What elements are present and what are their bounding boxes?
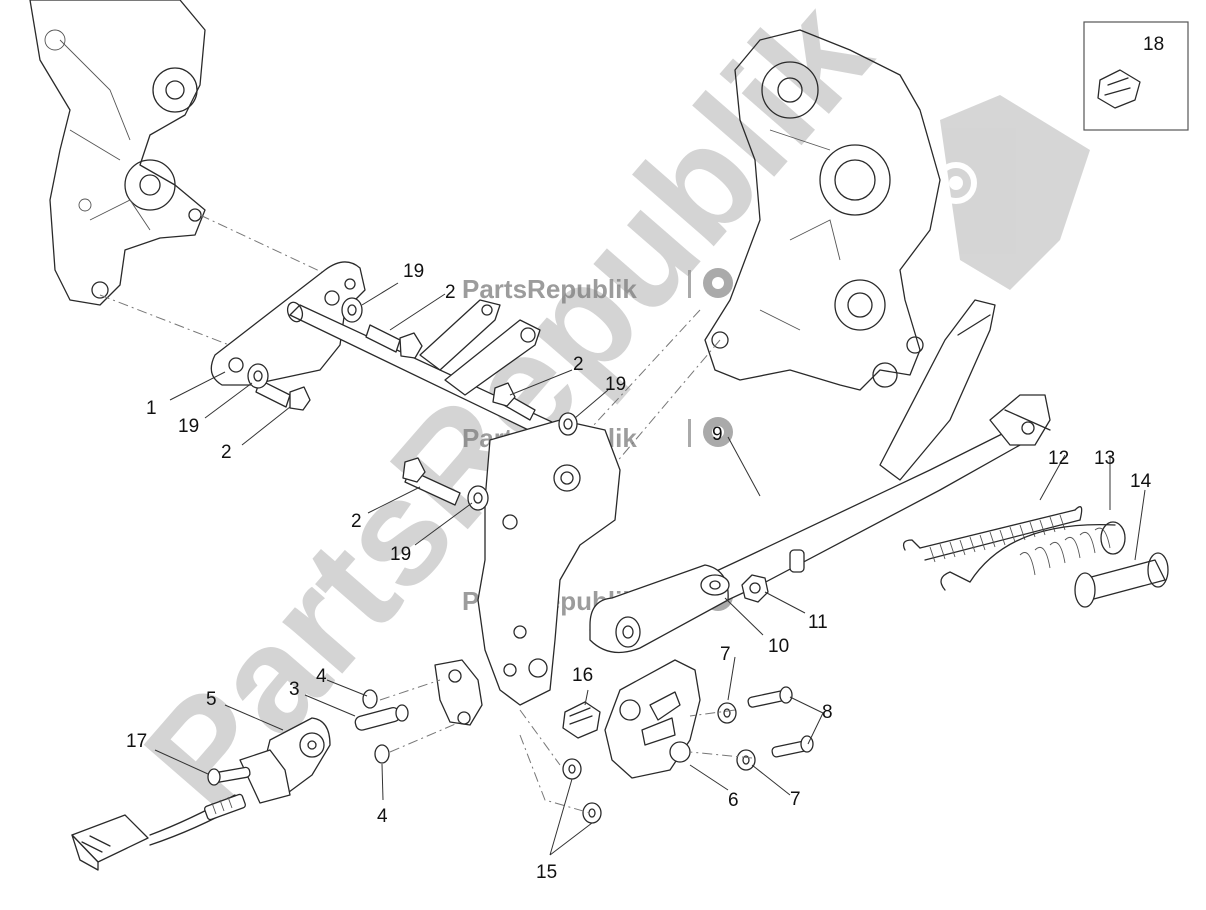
assembly-line-6 xyxy=(389,721,461,753)
callout-2-a: 2 xyxy=(445,282,456,303)
cover-part-6 xyxy=(604,659,701,779)
sensor-switch-part-5 xyxy=(239,717,331,804)
assembly-line-4 xyxy=(579,309,701,441)
assembly-line-3 xyxy=(609,339,721,471)
spring-part-12 xyxy=(902,506,1083,563)
callout-19-a: 19 xyxy=(403,261,424,282)
washer-part-7-b xyxy=(736,749,756,771)
watermark-big-text: PartsRepublik xyxy=(112,0,901,841)
screw-part-8-b xyxy=(771,735,814,758)
callout-2-d: 2 xyxy=(351,511,362,532)
hanger-brackets xyxy=(419,299,541,396)
callout-19-d: 19 xyxy=(605,374,626,395)
spacer-part-3 xyxy=(354,704,409,731)
washer-part-7-a xyxy=(717,702,737,724)
callout-4-a: 4 xyxy=(316,666,327,687)
assembly-line-8 xyxy=(519,709,561,766)
bolt-part-2-c xyxy=(492,382,536,421)
assembly-line-2 xyxy=(99,294,256,356)
callout-2-b: 2 xyxy=(573,354,584,375)
clip-18-icon xyxy=(1097,69,1141,109)
washer-part-4-a xyxy=(362,689,378,709)
washer-part-19-d xyxy=(558,412,578,436)
assembly-line-9 xyxy=(689,709,736,717)
callout-7-b: 7 xyxy=(790,789,801,810)
stand-bracket-plate xyxy=(477,419,621,706)
watermark-small-text-1: PartsRepublik xyxy=(462,274,637,304)
inset-box-part-18: 18 xyxy=(1083,21,1189,131)
callout-10: 10 xyxy=(768,636,789,657)
callout-11: 11 xyxy=(808,612,828,633)
clip-part-16 xyxy=(562,701,601,739)
screw-part-17 xyxy=(207,766,251,786)
callout-8: 8 xyxy=(822,702,833,723)
washer-part-19-c xyxy=(467,485,489,511)
screw-part-8-a xyxy=(747,686,793,708)
callout-13: 13 xyxy=(1094,448,1115,469)
callout-15: 15 xyxy=(536,862,557,883)
bolt-part-2-d xyxy=(402,457,461,506)
switch-mount-plate xyxy=(434,659,483,726)
leader-lines xyxy=(154,282,1146,856)
spring-part-13 xyxy=(940,521,1126,591)
callout-5: 5 xyxy=(206,689,217,710)
callout-7-a: 7 xyxy=(720,644,731,665)
sidestand-leg-part-9 xyxy=(589,299,1051,654)
assembly-line-5 xyxy=(379,679,441,701)
callout-3: 3 xyxy=(289,679,300,700)
callout-19-c: 19 xyxy=(390,544,411,565)
washer-part-19-b xyxy=(247,363,269,389)
watermark-gear-icon xyxy=(935,95,1090,290)
callout-16: 16 xyxy=(572,665,593,686)
callout-12: 12 xyxy=(1048,448,1069,469)
watermark-small-1: PartsRepublik xyxy=(462,268,733,304)
callout-1: 1 xyxy=(146,398,157,419)
callout-labels: 1 2 2 2 2 3 4 4 5 6 7 7 8 9 10 11 12 13 … xyxy=(126,261,1152,883)
callout-19-b: 19 xyxy=(178,416,199,437)
callout-2-c: 2 xyxy=(221,442,232,463)
bolt-part-2-a xyxy=(365,324,423,359)
washer-part-19-a xyxy=(341,297,363,323)
callout-17: 17 xyxy=(126,731,147,752)
washer-part-10 xyxy=(700,574,730,596)
washer-part-4-b xyxy=(374,744,390,764)
callout-4-b: 4 xyxy=(377,806,388,827)
sleeve-part-14 xyxy=(1074,552,1169,608)
assembly-line-7 xyxy=(519,734,591,814)
washer-part-15-b xyxy=(582,802,602,824)
mounting-plate-part-1 xyxy=(210,261,366,386)
nut-part-11 xyxy=(741,574,769,603)
right-frame-bracket xyxy=(704,29,941,391)
callout-9: 9 xyxy=(712,424,723,445)
left-frame-bracket xyxy=(29,0,206,306)
washer-part-15-a xyxy=(562,758,582,780)
callout-6: 6 xyxy=(728,790,739,811)
sensor-cable xyxy=(71,793,246,871)
bolt-part-2-b xyxy=(255,379,311,411)
callout-14: 14 xyxy=(1130,471,1152,492)
inset-label: 18 xyxy=(1143,34,1164,55)
